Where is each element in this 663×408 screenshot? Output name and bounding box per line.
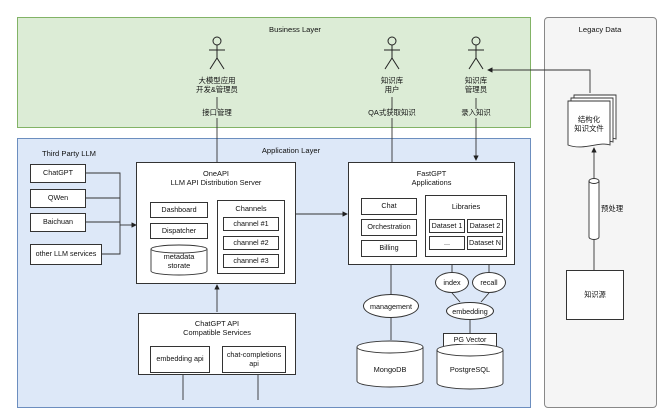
llm-baichuan: Baichuan <box>30 213 86 232</box>
dataset-ellipsis: ... <box>429 236 465 250</box>
postgresql-cylinder <box>436 343 504 390</box>
llm-chatgpt: ChatGPT <box>30 164 86 183</box>
embedding-api: embedding api <box>150 346 210 373</box>
actor-kb-admin-label: 知识库管理员 <box>464 76 488 95</box>
recall-op: recall <box>472 272 506 293</box>
third-party-llm-title: Third Party LLM <box>41 149 97 158</box>
index-op: index <box>435 272 469 293</box>
actor-figure-icon <box>382 36 402 72</box>
mongodb-cylinder <box>356 340 424 388</box>
oneapi-dashboard: Dashboard <box>150 202 208 218</box>
channel-3: channel #3 <box>223 254 279 268</box>
dataset-2: Dataset 2 <box>467 219 503 233</box>
knowledge-source: 知识源 <box>566 270 624 320</box>
business-layer-title: Business Layer <box>269 25 321 34</box>
metadata-storage-cylinder <box>150 244 208 276</box>
llm-other: other LLM services <box>30 244 102 265</box>
libraries-title: Libraries <box>451 202 481 211</box>
edge-label-qa-fetch: QA式获取知识 <box>357 108 427 118</box>
channel-2: channel #2 <box>223 236 279 250</box>
actor-kb-user-label: 知识库用户 <box>380 76 404 95</box>
business-layer <box>17 17 531 128</box>
legacy-data-title: Legacy Data <box>578 25 622 34</box>
fastgpt-billing: Billing <box>361 240 417 257</box>
fastgpt-orchestration: Orchestration <box>361 219 417 236</box>
mongodb-label: MongoDB <box>373 365 407 374</box>
dataset-1: Dataset 1 <box>429 219 465 233</box>
actor-dev-admin-label: 大模型应用开发&管理员 <box>196 76 238 95</box>
postgresql-label: PostgreSQL <box>449 365 491 374</box>
edge-label-entry: 录入知识 <box>454 108 498 118</box>
fastgpt-chat: Chat <box>361 198 417 215</box>
preprocess-pipe-icon <box>588 178 600 240</box>
llm-qwen: QWen <box>30 189 86 208</box>
management-op: management <box>363 294 419 318</box>
channel-1: channel #1 <box>223 217 279 231</box>
application-layer-title: Application Layer <box>261 146 321 155</box>
structured-docs-label: 结构化知识文件 <box>574 115 604 133</box>
embedding-op: embedding <box>446 302 494 320</box>
structured-docs-icon <box>566 93 622 149</box>
dataset-n: Dataset N <box>467 236 503 250</box>
channels-title: Channels <box>235 204 267 213</box>
oneapi-dispatcher: Dispatcher <box>150 223 208 239</box>
actor-figure-icon <box>207 36 227 72</box>
actor-figure-icon <box>466 36 486 72</box>
edge-label-api-manage: 接口管理 <box>194 108 240 118</box>
preprocess-label: 预处理 <box>601 204 624 213</box>
